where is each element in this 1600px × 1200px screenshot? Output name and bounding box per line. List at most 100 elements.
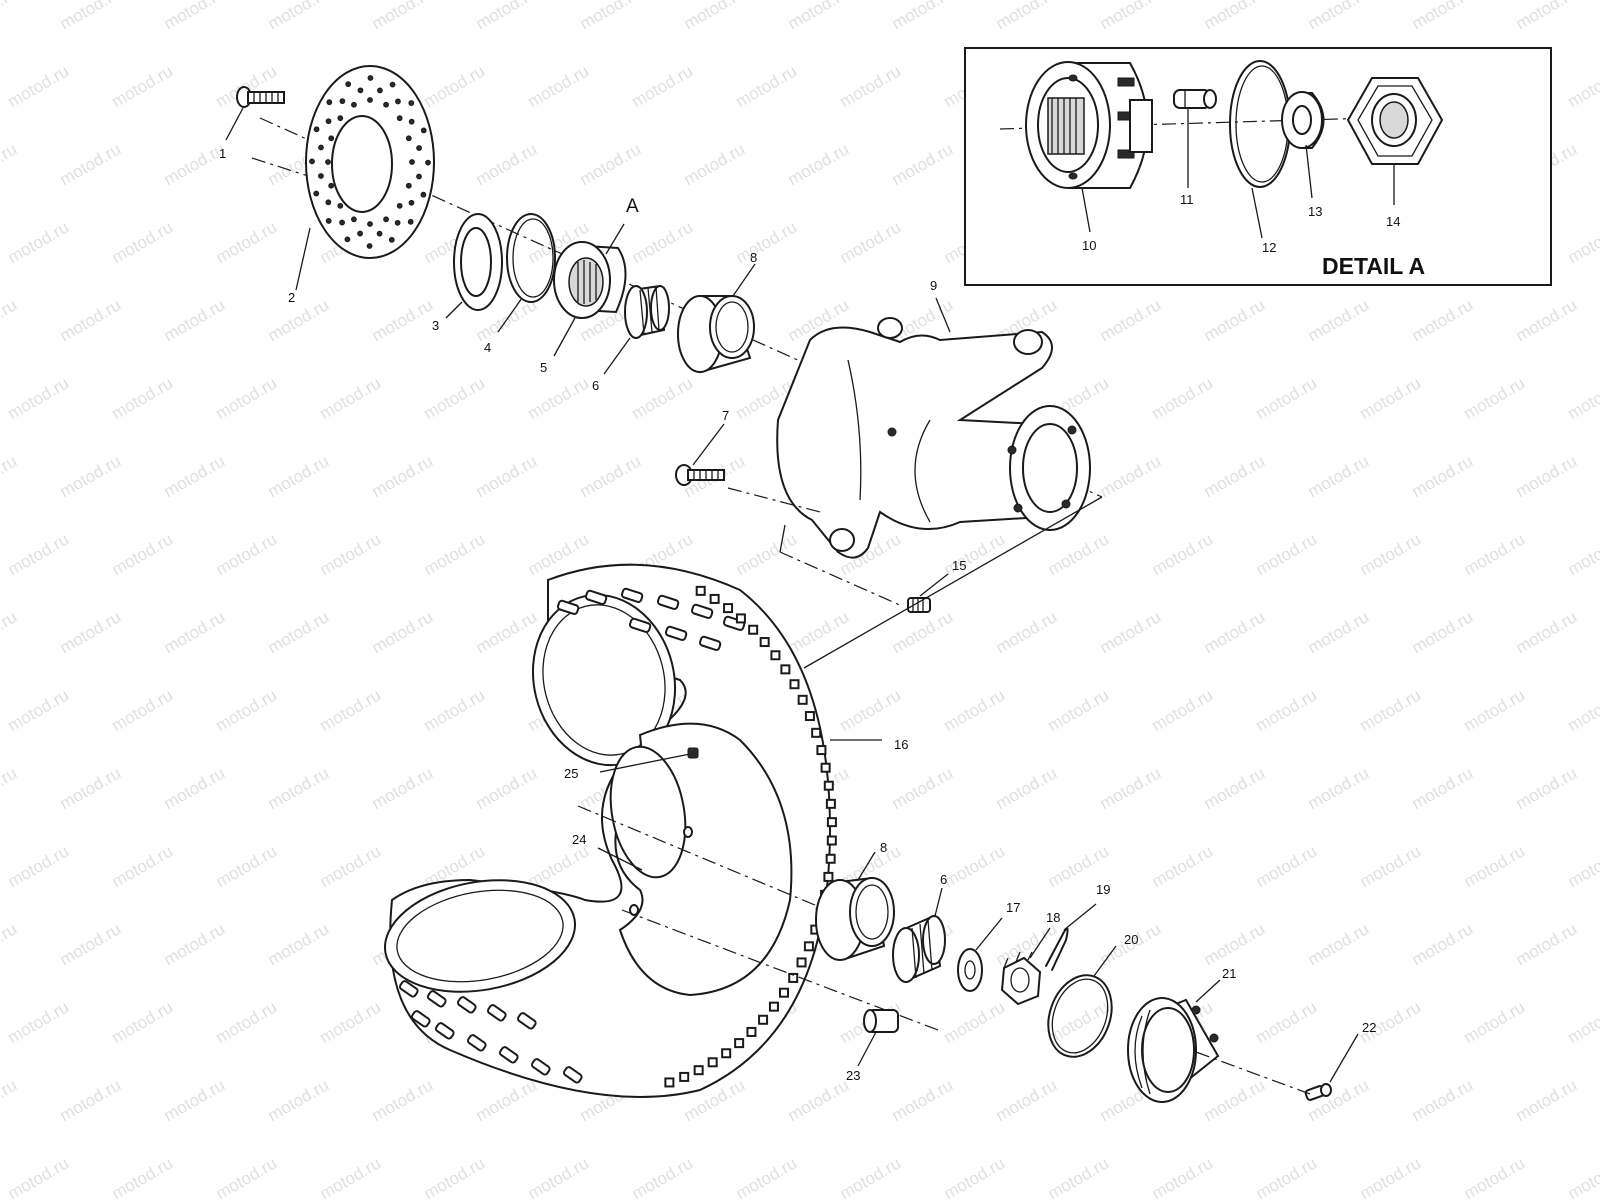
watermark-text: motod.ru xyxy=(161,451,229,501)
tread-block xyxy=(722,615,746,631)
watermark-text: motod.ru xyxy=(889,1075,957,1125)
label-part-9: 9 xyxy=(930,278,937,293)
disc-hole xyxy=(377,87,383,94)
watermark-text: motod.ru xyxy=(317,685,385,735)
watermark-text: motod.ru xyxy=(161,919,229,969)
part-washer-17 xyxy=(957,948,983,992)
tread-lug xyxy=(758,1014,769,1025)
disc-hole xyxy=(309,158,315,165)
tread-lug xyxy=(709,593,720,604)
watermark-text: motod.ru xyxy=(57,1075,125,1125)
tread-lug xyxy=(748,624,759,635)
watermark-text: motod.ru xyxy=(317,529,385,579)
watermark-text: motod.ru xyxy=(1357,841,1425,891)
part-hub-cap xyxy=(1127,997,1220,1103)
part-bearing-lower xyxy=(892,914,946,983)
label-part-22: 22 xyxy=(1362,1020,1376,1035)
part-screw-22 xyxy=(1304,1083,1332,1101)
watermark-text: motod.ru xyxy=(1201,1075,1269,1125)
watermark-text: motod.ru xyxy=(1149,841,1217,891)
detail-part-washer xyxy=(1281,91,1325,149)
watermark-text: motod.ru xyxy=(681,139,749,189)
watermark-text: motod.ru xyxy=(1513,919,1581,969)
watermark-text: motod.ru xyxy=(265,451,333,501)
watermark-text: motod.ru xyxy=(421,373,489,423)
watermark-text: motod.ru xyxy=(785,607,853,657)
watermark-text: motod.ru xyxy=(1201,763,1269,813)
part-seal xyxy=(453,213,503,311)
tread-lug xyxy=(759,637,770,648)
disc-hole xyxy=(313,190,320,197)
tread-lug xyxy=(734,1038,745,1049)
disc-hole xyxy=(357,87,364,94)
tread-lug xyxy=(693,1065,704,1076)
watermark-text: motod.ru xyxy=(1461,373,1529,423)
watermark-text: motod.ru xyxy=(421,529,489,579)
tread-block xyxy=(531,1058,551,1076)
watermark-text: motod.ru xyxy=(1201,295,1269,345)
disc-hole xyxy=(357,230,363,237)
disc-hole xyxy=(339,98,346,105)
disc-hole xyxy=(318,173,324,179)
watermark-text: motod.ru xyxy=(213,373,281,423)
watermark-text: motod.ru xyxy=(1513,451,1581,501)
watermark-text: motod.ru xyxy=(265,607,333,657)
detail-marker-a: A xyxy=(626,196,639,217)
label-part-8: 8 xyxy=(750,250,757,265)
disc-hole xyxy=(366,243,373,249)
watermark-text: motod.ru xyxy=(1201,451,1269,501)
watermark-text: motod.ru xyxy=(57,919,125,969)
part-o-ring xyxy=(1047,974,1113,1058)
watermark-text: motod.ru xyxy=(1253,1153,1321,1200)
watermark-text: motod.ru xyxy=(57,607,125,657)
watermark-text: motod.ru xyxy=(473,763,541,813)
tread-block xyxy=(628,617,652,633)
watermark-text: motod.ru xyxy=(1097,295,1165,345)
label-part-10: 10 xyxy=(1082,238,1096,253)
disc-hole xyxy=(313,126,320,133)
watermark-text: motod.ru xyxy=(733,217,801,267)
label-part-4: 4 xyxy=(484,340,491,355)
watermark-text: motod.ru xyxy=(109,841,177,891)
part-wheel-tire xyxy=(383,563,837,1098)
watermark-text: motod.ru xyxy=(369,451,437,501)
watermark-text: motod.ru xyxy=(1149,529,1217,579)
disc-hole xyxy=(408,199,415,206)
watermark-text: motod.ru xyxy=(1461,685,1529,735)
disc-hole xyxy=(396,115,403,122)
disc-hole xyxy=(389,81,396,88)
tread-block xyxy=(690,603,714,619)
watermark-text: motod.ru xyxy=(733,61,801,111)
watermark-text: motod.ru xyxy=(213,685,281,735)
detail-part-hex-nut xyxy=(1346,77,1444,165)
watermark-text: motod.ru xyxy=(1253,529,1321,579)
tread-lug xyxy=(826,817,837,828)
watermark-text: motod.ru xyxy=(5,373,73,423)
disc-hole xyxy=(416,145,422,151)
watermark-text: motod.ru xyxy=(161,0,229,33)
watermark-text: motod.ru xyxy=(629,61,697,111)
watermark-text: motod.ru xyxy=(369,295,437,345)
tread-block xyxy=(435,1022,455,1040)
watermark-text: motod.ru xyxy=(57,763,125,813)
watermark-text: motod.ru xyxy=(0,607,20,657)
tread-lug xyxy=(735,613,746,624)
label-part-23: 23 xyxy=(846,1068,860,1083)
disc-hole xyxy=(367,75,374,81)
disc-hole xyxy=(328,135,335,142)
disc-hole xyxy=(328,182,335,189)
disc-hole xyxy=(337,202,344,209)
tread-lug xyxy=(797,694,808,705)
watermark-text: motod.ru xyxy=(941,841,1009,891)
tread-lug xyxy=(796,957,807,968)
watermark-text: motod.ru xyxy=(5,997,73,1047)
part-bearing-upper xyxy=(624,284,670,339)
watermark-text: motod.ru xyxy=(5,61,73,111)
label-part-21: 21 xyxy=(1222,966,1236,981)
watermark-text: motod.ru xyxy=(1513,763,1581,813)
disc-hole xyxy=(351,216,357,223)
part-bushing-23 xyxy=(863,1009,899,1033)
watermark-text: motod.ru xyxy=(1253,841,1321,891)
watermark-text: motod.ru xyxy=(109,997,177,1047)
tread-lug xyxy=(803,941,814,952)
